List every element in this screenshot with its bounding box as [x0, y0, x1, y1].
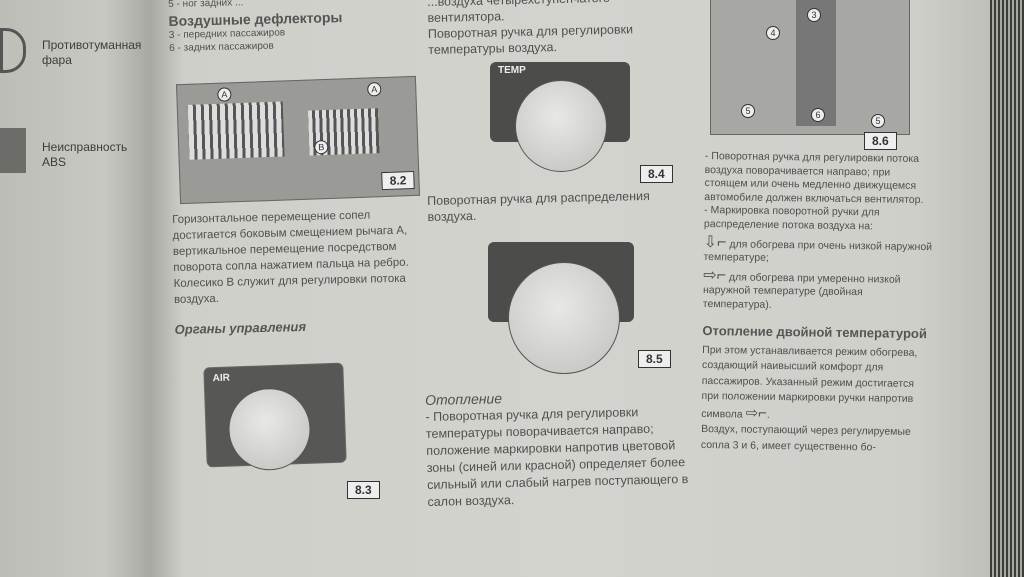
- seat-floor-icon: ⇩⌐: [703, 233, 727, 251]
- dual-temp-heading: Отопление двойной температурой: [702, 322, 927, 341]
- paragraph: Колесико B служит для регулировки потока…: [173, 272, 406, 306]
- paragraph: ⇩⌐ для обогрева при очень низкой наружно…: [703, 233, 933, 268]
- figure-8-6: 3 4 5 6 5: [710, 0, 910, 135]
- paragraph-text: При этом устанавливается режим обогрева,…: [701, 343, 918, 421]
- paragraph: Горизонтальное перемещение сопел достига…: [172, 209, 409, 274]
- marker-4: 4: [766, 26, 780, 40]
- figure-number: 8.5: [638, 350, 671, 368]
- column-1-text: Горизонтальное перемещение сопел достига…: [172, 206, 420, 338]
- figure-number: 8.4: [640, 165, 673, 183]
- figure-8-4: TEMP: [490, 62, 630, 172]
- paragraph: Воздух, поступающий через регулируемые с…: [700, 423, 911, 453]
- paragraph: ⇨⌐ для обогрева при умеренно низкой нару…: [702, 266, 934, 315]
- paragraph: При этом устанавливается режим обогрева,…: [701, 343, 918, 422]
- controls-heading: Органы управления: [174, 318, 307, 337]
- paragraph: - Маркировка поворотной ручки для распре…: [703, 204, 880, 233]
- fan-knob: [227, 386, 312, 472]
- distribution-caption: Поворотная ручка для распределения возду…: [427, 188, 650, 224]
- abs-label: Неисправность ABS: [42, 140, 128, 169]
- seat-dual-icon: ⇨⌐: [745, 404, 768, 422]
- book-page: 5 - ног задних ... Воздушные дефлекторы …: [150, 0, 1000, 577]
- marker-a: A: [367, 82, 382, 97]
- column-1-top: 5 - ног задних ... Воздушные дефлекторы …: [168, 0, 404, 55]
- marker-5: 5: [741, 104, 755, 118]
- figure-number: 8.2: [381, 170, 415, 191]
- figure-8-2: A A B 8.2: [175, 75, 421, 205]
- abs-warning-icon: [0, 128, 26, 173]
- figure-number: 8.3: [347, 481, 380, 499]
- temp-label: TEMP: [498, 65, 526, 76]
- paragraph: - Поворотная ручка для регулировки темпе…: [425, 405, 689, 509]
- paragraph-text: для обогрева при умеренно низкой наружно…: [702, 271, 901, 311]
- figure-number: 8.6: [864, 132, 897, 150]
- column-2-top: ...воздуха четырехступенчатого вентилято…: [427, 0, 688, 58]
- air-label: AIR: [212, 372, 231, 385]
- vent-grille: [187, 101, 285, 160]
- facing-page: Противотуманная фара Неисправность ABS: [0, 0, 150, 577]
- temperature-knob: [515, 80, 607, 172]
- marker-3: 3: [807, 8, 821, 22]
- figure-8-5: [488, 242, 634, 374]
- marker-6: 6: [811, 108, 825, 122]
- column-2-text: Отопление - Поворотная ручка для регулир…: [425, 386, 698, 511]
- fog-lamp-icon: [0, 28, 26, 73]
- page-edges: [990, 0, 1024, 577]
- distribution-knob: [508, 262, 620, 374]
- paragraph-text: для обогрева при очень низкой наружной т…: [703, 237, 933, 265]
- marker-5: 5: [871, 114, 885, 128]
- paragraph: Поворотная ручка для регулировки темпера…: [427, 22, 634, 57]
- column-3-text: - Поворотная ручка для регулировки поток…: [701, 150, 935, 456]
- seat-dual-icon: ⇨⌐: [703, 266, 727, 285]
- paragraph: - Поворотная ручка для регулировки поток…: [704, 150, 924, 206]
- marker-a: A: [217, 87, 232, 102]
- fog-lamp-label: Противотуманная фара: [42, 38, 142, 67]
- figure-8-3: AIR: [203, 362, 347, 472]
